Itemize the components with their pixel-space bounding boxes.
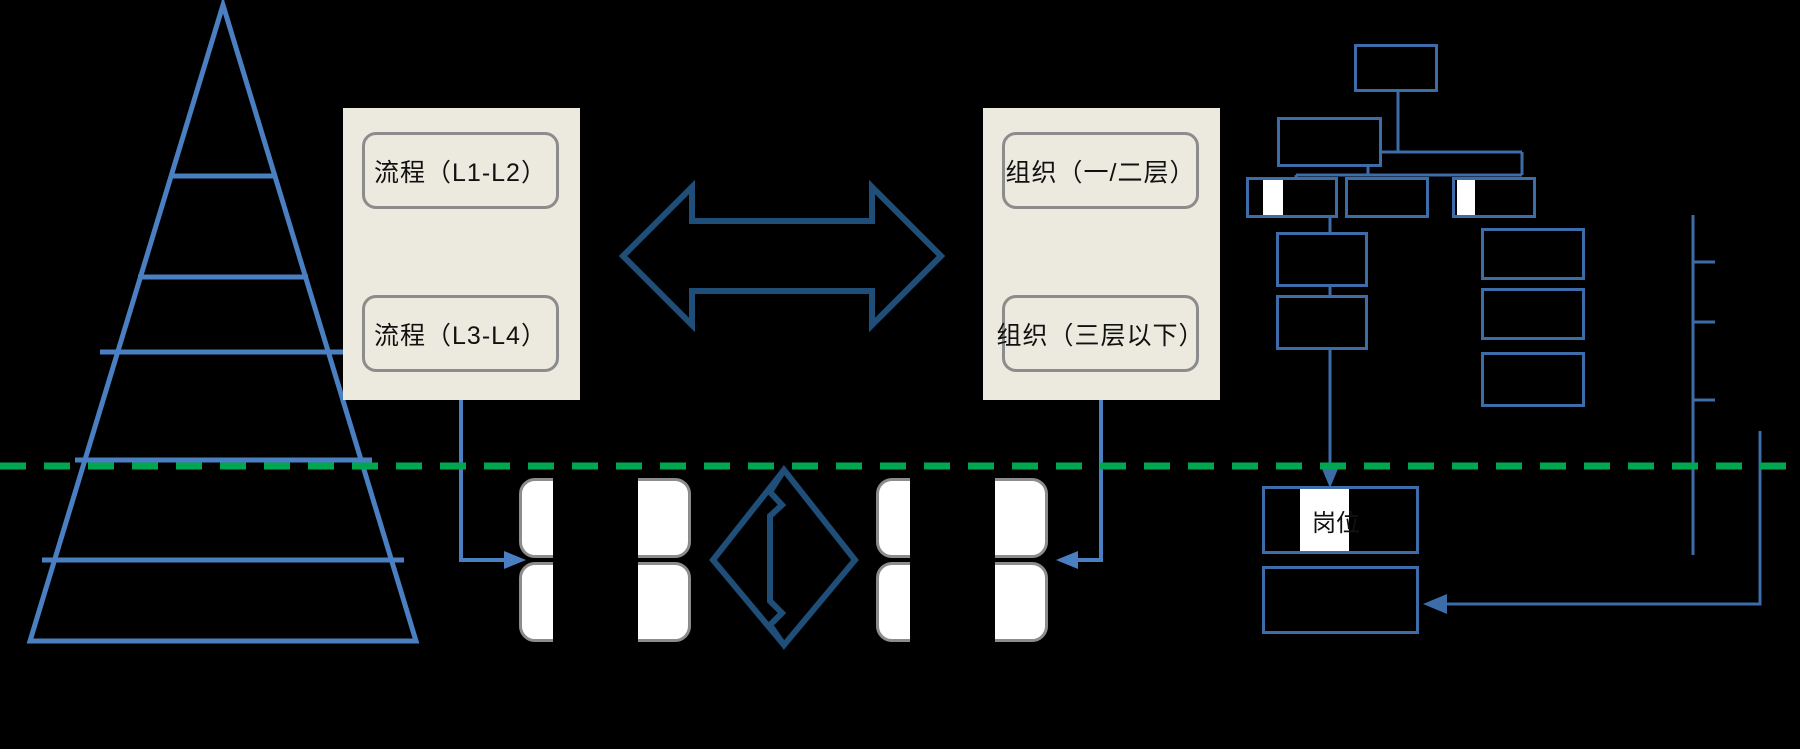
org-node-d2[interactable] xyxy=(1481,288,1585,340)
org-link-to-position-head xyxy=(1320,464,1340,488)
activity-card-left-redaction xyxy=(553,478,638,642)
capability-pyramid xyxy=(26,0,420,644)
position-box-highlight xyxy=(1300,489,1349,551)
position-box-label: 岗位 xyxy=(1312,509,1360,537)
org-node-b-highlight xyxy=(1263,180,1283,215)
process-to-activity-head xyxy=(504,551,526,569)
process-box-l3-l4[interactable]: 流程（L3-L4） xyxy=(362,295,559,372)
pyramid-outline xyxy=(26,0,420,644)
org-node-d3[interactable] xyxy=(1481,352,1585,407)
org-node-b1[interactable] xyxy=(1276,232,1368,287)
bidirectional-vertical-arrow xyxy=(766,464,859,650)
activity-card-right-redaction xyxy=(910,478,995,642)
bidirectional-vertical-arrow-left-edge xyxy=(709,468,787,647)
org-node-b[interactable] xyxy=(1246,177,1338,218)
org-link-to-detail xyxy=(1441,431,1762,606)
process-to-activity-path xyxy=(459,372,509,562)
org-box-level-1-2[interactable]: 组织（一/二层） xyxy=(1002,132,1199,209)
org-node-b2[interactable] xyxy=(1276,295,1368,350)
org-node-c[interactable] xyxy=(1345,177,1429,218)
org-node-a[interactable] xyxy=(1277,117,1382,167)
org-link-to-detail-head xyxy=(1423,594,1447,614)
process-box-l1-l2[interactable]: 流程（L1-L2） xyxy=(362,132,559,209)
org-box-level-3-below[interactable]: 组织（三层以下） xyxy=(997,295,1204,372)
org-to-activity-path xyxy=(1073,372,1103,562)
org-node-root[interactable] xyxy=(1354,44,1438,92)
org-node-d-highlight xyxy=(1457,180,1475,215)
org-to-activity-head xyxy=(1056,551,1078,569)
org-node-d1[interactable] xyxy=(1481,228,1585,280)
position-detail-box[interactable] xyxy=(1262,566,1419,634)
bidirectional-horizontal-arrow xyxy=(618,179,946,333)
